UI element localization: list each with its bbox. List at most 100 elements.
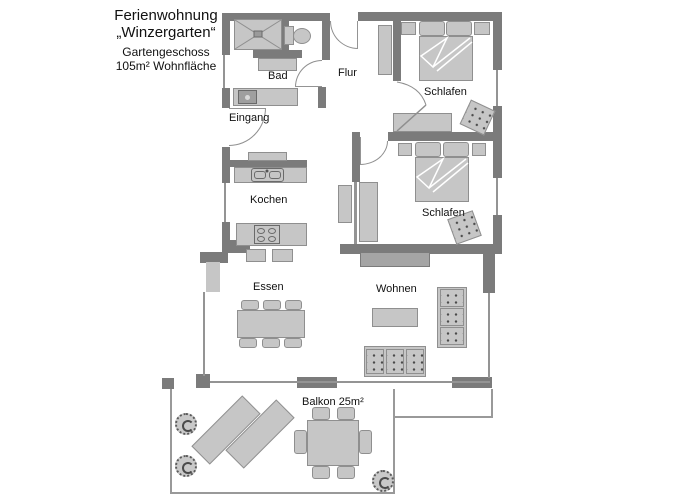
kitchen-backsplash <box>230 160 307 167</box>
wall-right-a <box>493 17 502 70</box>
bar-stool <box>246 249 266 262</box>
wall-top-bath <box>222 13 330 21</box>
nightstand <box>398 143 412 156</box>
bath-door-leaf <box>295 86 322 87</box>
burner <box>257 228 265 234</box>
balcony-outline-strip <box>395 389 493 418</box>
room-label-kochen: Kochen <box>250 194 288 206</box>
armchair-bedroom1 <box>459 99 496 136</box>
room-label-schlafen1: Schlafen <box>424 86 467 98</box>
hall-top-door-leaf <box>357 21 358 49</box>
plant-core <box>379 477 391 489</box>
hall-top-door-arc <box>330 21 358 49</box>
hall-radiator <box>378 25 392 75</box>
bedroom2-door-leaf <box>360 137 361 165</box>
window-kitchen <box>224 183 226 222</box>
burner <box>268 228 276 234</box>
sofa-cushion <box>440 289 464 307</box>
dining-chair <box>239 338 257 348</box>
wall-between-bedrooms <box>388 132 502 141</box>
wardrobe-bedroom1 <box>393 113 452 132</box>
washer-drum <box>245 95 250 100</box>
washing-machine-icon <box>238 90 257 104</box>
dining-chair <box>241 300 259 310</box>
window-bath <box>223 55 225 88</box>
shower-icon <box>234 19 282 50</box>
plan-title: Ferienwohnung „Winzergarten“ Gartengesch… <box>92 7 240 73</box>
window-bedroom2 <box>496 178 498 215</box>
window-living-right <box>488 293 490 378</box>
dining-chair <box>263 300 281 310</box>
wall-living-top <box>340 244 502 254</box>
balcony-outline-main <box>170 389 395 494</box>
kitchen-shelf <box>248 152 287 161</box>
wall-corner-post-sw <box>196 374 210 388</box>
balcony-chair <box>312 407 330 420</box>
title-line-1: Ferienwohnung <box>114 7 218 24</box>
balcony-chair <box>294 430 307 454</box>
balcony-chair <box>359 430 372 454</box>
stove-counter <box>236 223 307 246</box>
sofa-cushion <box>406 349 424 374</box>
wall-left-b <box>222 147 230 183</box>
nightstand <box>474 22 490 35</box>
pillow <box>415 142 441 157</box>
nightstand <box>472 143 486 156</box>
stove-icon <box>254 225 280 244</box>
wall-top-bedroom1 <box>358 12 502 21</box>
room-label-bad: Bad <box>268 70 288 82</box>
balcony-chair <box>337 407 355 420</box>
room-label-balkon: Balkon 25m² <box>302 396 364 408</box>
plant-icon <box>175 455 197 477</box>
balcony-chair <box>337 466 355 479</box>
title-line-2: „Winzergarten“ <box>116 24 216 41</box>
window-living-bottom <box>210 381 490 383</box>
wall-bedroom2-left <box>352 132 360 182</box>
wall-bath-post <box>318 87 326 108</box>
cabinet-kitchen-side <box>338 185 352 223</box>
wall-pillar-light <box>206 262 220 292</box>
wall-living-right <box>483 248 495 293</box>
sofa-vertical <box>437 287 467 348</box>
plant-icon <box>372 470 394 492</box>
bed-bedroom2 <box>415 157 469 202</box>
bar-stool <box>272 249 293 262</box>
plant-icon <box>175 413 197 435</box>
sink-icon <box>251 168 284 182</box>
room-label-flur: Flur <box>338 67 357 79</box>
nightstand <box>401 22 416 35</box>
sofa-horizontal <box>364 346 426 377</box>
room-label-wohnen: Wohnen <box>376 283 417 295</box>
wall-left-c <box>222 222 230 248</box>
bed-bedroom1 <box>419 36 473 81</box>
sofa-cushion <box>440 327 464 345</box>
coffee-table <box>372 308 418 327</box>
title-line-4: 105m² Wohnfläche <box>115 59 217 73</box>
plant-core <box>182 420 194 432</box>
wall-right-b <box>493 106 502 178</box>
title-line-3: Gartengeschoss <box>122 45 210 59</box>
dining-table <box>237 310 305 338</box>
pillow <box>446 21 472 36</box>
dining-chair <box>262 338 280 348</box>
balcony-chair <box>312 466 330 479</box>
burner <box>257 236 265 242</box>
window-dining <box>203 292 205 376</box>
sink-basin <box>254 171 266 179</box>
wall-dining-step <box>200 252 228 263</box>
entrance-door-leaf <box>229 108 266 109</box>
room-label-schlafen2: Schlafen <box>422 207 465 219</box>
pillow <box>443 142 469 157</box>
room-label-eingang: Eingang <box>229 112 270 124</box>
sink-basin <box>269 171 281 179</box>
vanity-countertop <box>253 50 302 58</box>
wall-hall-bedroom1 <box>393 20 401 81</box>
wall-bedroom2-left-thin <box>354 182 357 245</box>
wall-right-c <box>493 215 502 254</box>
wall-left-a <box>222 13 230 55</box>
wall-bath-hall <box>322 18 330 60</box>
window-bedroom1 <box>496 70 498 106</box>
wall-left-post <box>222 88 230 108</box>
pillow <box>419 21 445 36</box>
